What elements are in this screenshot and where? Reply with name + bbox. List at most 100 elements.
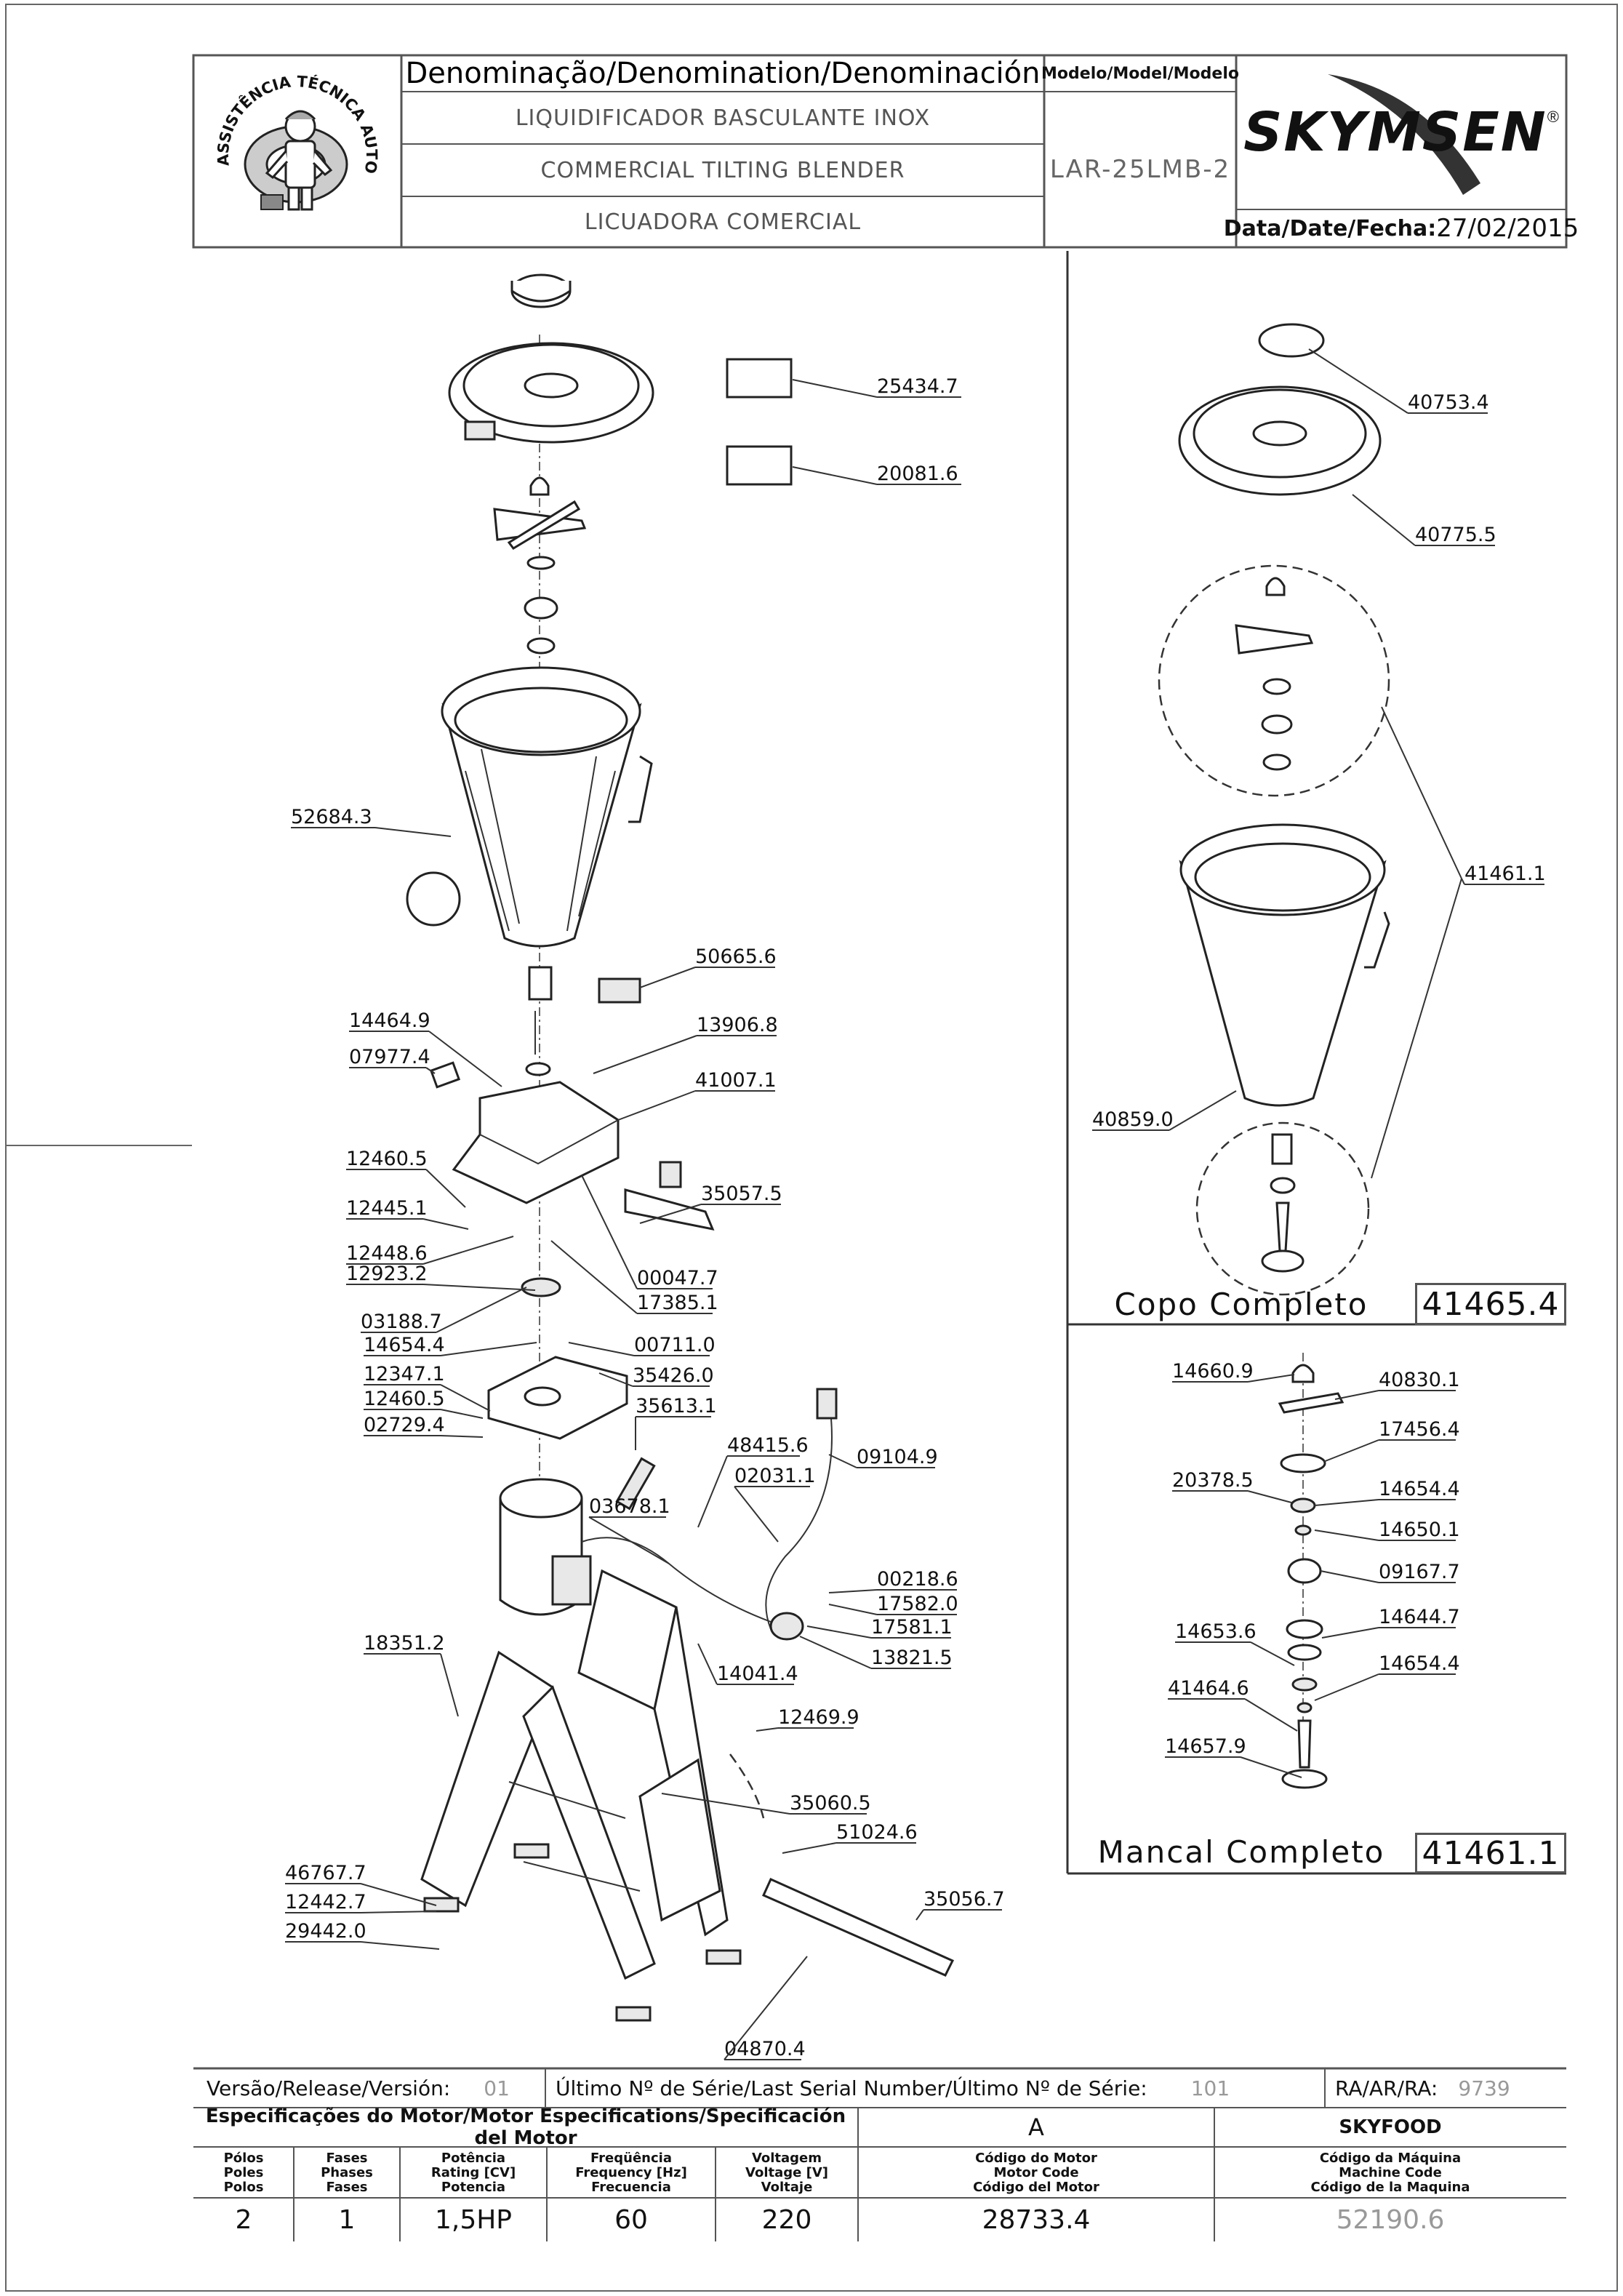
leader-line [915,1909,924,1921]
tilt-handle [762,1878,955,1977]
part-number-label: 03678.1 [589,1495,670,1518]
blade-assembly [493,476,587,655]
leader-line [422,1218,469,1230]
brand-logo: SKYMSEN ® [1236,57,1566,208]
leader-line [568,1342,635,1356]
spec-header-machine-code: Código da Máquina Machine Code Código de… [1310,2151,1470,2195]
part-number-label: 17385.1 [637,1292,718,1314]
part-number-label: 48415.6 [727,1434,809,1457]
leader-line [828,1604,878,1615]
leader-line [1314,1499,1379,1506]
version-value: 01 [484,2076,510,2100]
motor-bracket [487,1356,628,1440]
serial-field: Último Nº de Série/Last Serial Number/Úl… [545,2068,1325,2108]
leader-line [1247,1490,1292,1503]
leader-line [440,1653,459,1717]
leader-line [1250,1641,1295,1666]
leader-line [806,1625,872,1639]
cup-assembly-blades [1235,577,1314,771]
power-cord [765,1399,833,1630]
leader-line [436,1287,527,1333]
leader-line [1321,1627,1379,1639]
part-number-label: 12347.1 [364,1363,445,1385]
part-number-label: 20081.6 [877,463,958,485]
part-number-label: 02031.1 [734,1465,816,1487]
bearing-assembly-code: 41461.1 [1415,1833,1566,1873]
cup-assembly-bearing [1261,1133,1305,1273]
spec-value-rating: 1,5HP [434,2204,513,2235]
part-number-label: 40753.4 [1408,391,1489,414]
part-number-label: 20378.5 [1172,1469,1254,1492]
product-name-pt: LIQUIDIFICADOR BASCULANTE INOX [515,105,931,131]
part-number-label: 03188.7 [361,1311,442,1333]
cup-assembly-code: 41465.4 [1415,1283,1566,1325]
leader-line [360,1911,437,1913]
date-value: 27/02/2015 [1436,214,1579,243]
spec-value-motor-code: 28733.4 [982,2204,1091,2235]
leader-line [639,1204,702,1224]
part-number-label: 35057.5 [701,1183,782,1205]
leader-line [639,967,696,988]
version-label: Versão/Release/Versión: [207,2076,451,2100]
spec-value-frequency: 60 [614,2204,648,2235]
leader-line [440,1435,484,1438]
part-number-label: 09104.9 [857,1446,938,1468]
ra-label: RA/AR/RA: [1335,2076,1438,2100]
part-number-label: 40859.0 [1092,1108,1174,1131]
version-field: Versão/Release/Versión: 01 [193,2068,545,2108]
leader-line [360,1941,440,1950]
motor-spec-label: Especificações do Motor/Motor Especifica… [205,2105,846,2149]
leader-line [756,1727,779,1732]
model-number: LAR-25LMB-2 [1049,155,1231,184]
part-number-label: 04870.4 [724,2038,806,2060]
leader-line [724,1956,808,2060]
leader-line [425,1067,436,1074]
part-number-label: 07977.4 [349,1046,430,1068]
part-number-label: 35060.5 [790,1792,871,1815]
lid-cap [510,273,572,308]
part-number-label: 14654.4 [1379,1652,1460,1675]
leader-line [588,1516,670,1564]
part-number-label: 17456.4 [1379,1418,1460,1441]
part-number-label: 13906.8 [697,1014,778,1036]
leader-line [360,1883,437,1906]
part-number-label: 41464.6 [1168,1677,1249,1700]
spring [615,1457,656,1511]
leader-line [550,1240,638,1314]
ra-field: RA/AR/RA: 9739 [1325,2068,1566,2108]
motor [499,1478,772,1623]
part-number-label: 12445.1 [346,1197,428,1220]
product-name-en: COMMERCIAL TILTING BLENDER [540,157,905,183]
spec-header-rating: Potência Rating [CV] Potencia [430,2151,516,2195]
leader-line [374,827,452,837]
leader-line [782,1842,837,1854]
nameplate [598,977,641,1004]
spec-header-frequency: Freqüência Frequency [Hz] Frecuencia [575,2151,687,2195]
leader-line [440,1342,537,1356]
brand-name: SKYMSEN [1243,101,1547,164]
leader-line [792,379,878,398]
authorized-service-seal: ASSISTÊNCIA TÉCNICA AUTORIZADA [195,57,400,246]
foot-rear [513,1843,550,1859]
leader-line [1240,1756,1302,1778]
part-number-label: 17581.1 [871,1616,953,1639]
part-number-label: 12448.6 [346,1242,428,1265]
spec-header-motor-code: Código do Motor Motor Code Código del Mo… [973,2151,1099,2195]
cup-assembly-lid [1178,385,1382,496]
registered-mark: ® [1547,108,1559,126]
drive-coupling [521,1277,561,1297]
part-number-label: 12442.7 [285,1891,366,1913]
leader-line [1314,1673,1379,1701]
part-number-label: 00711.0 [634,1334,716,1356]
part-number-label: 14657.9 [1165,1735,1246,1758]
leader-line [1308,348,1408,414]
spec-value-phases: 1 [338,2204,356,2235]
leader-line [697,1643,718,1685]
date-field: Data/Date/Fecha: 27/02/2015 [1224,209,1579,247]
bearing-assembly-title: Mancal Completo [1097,1833,1385,1870]
leader-line [422,1236,514,1265]
tilting-stand [420,1569,729,1980]
cable-gland [769,1612,804,1641]
